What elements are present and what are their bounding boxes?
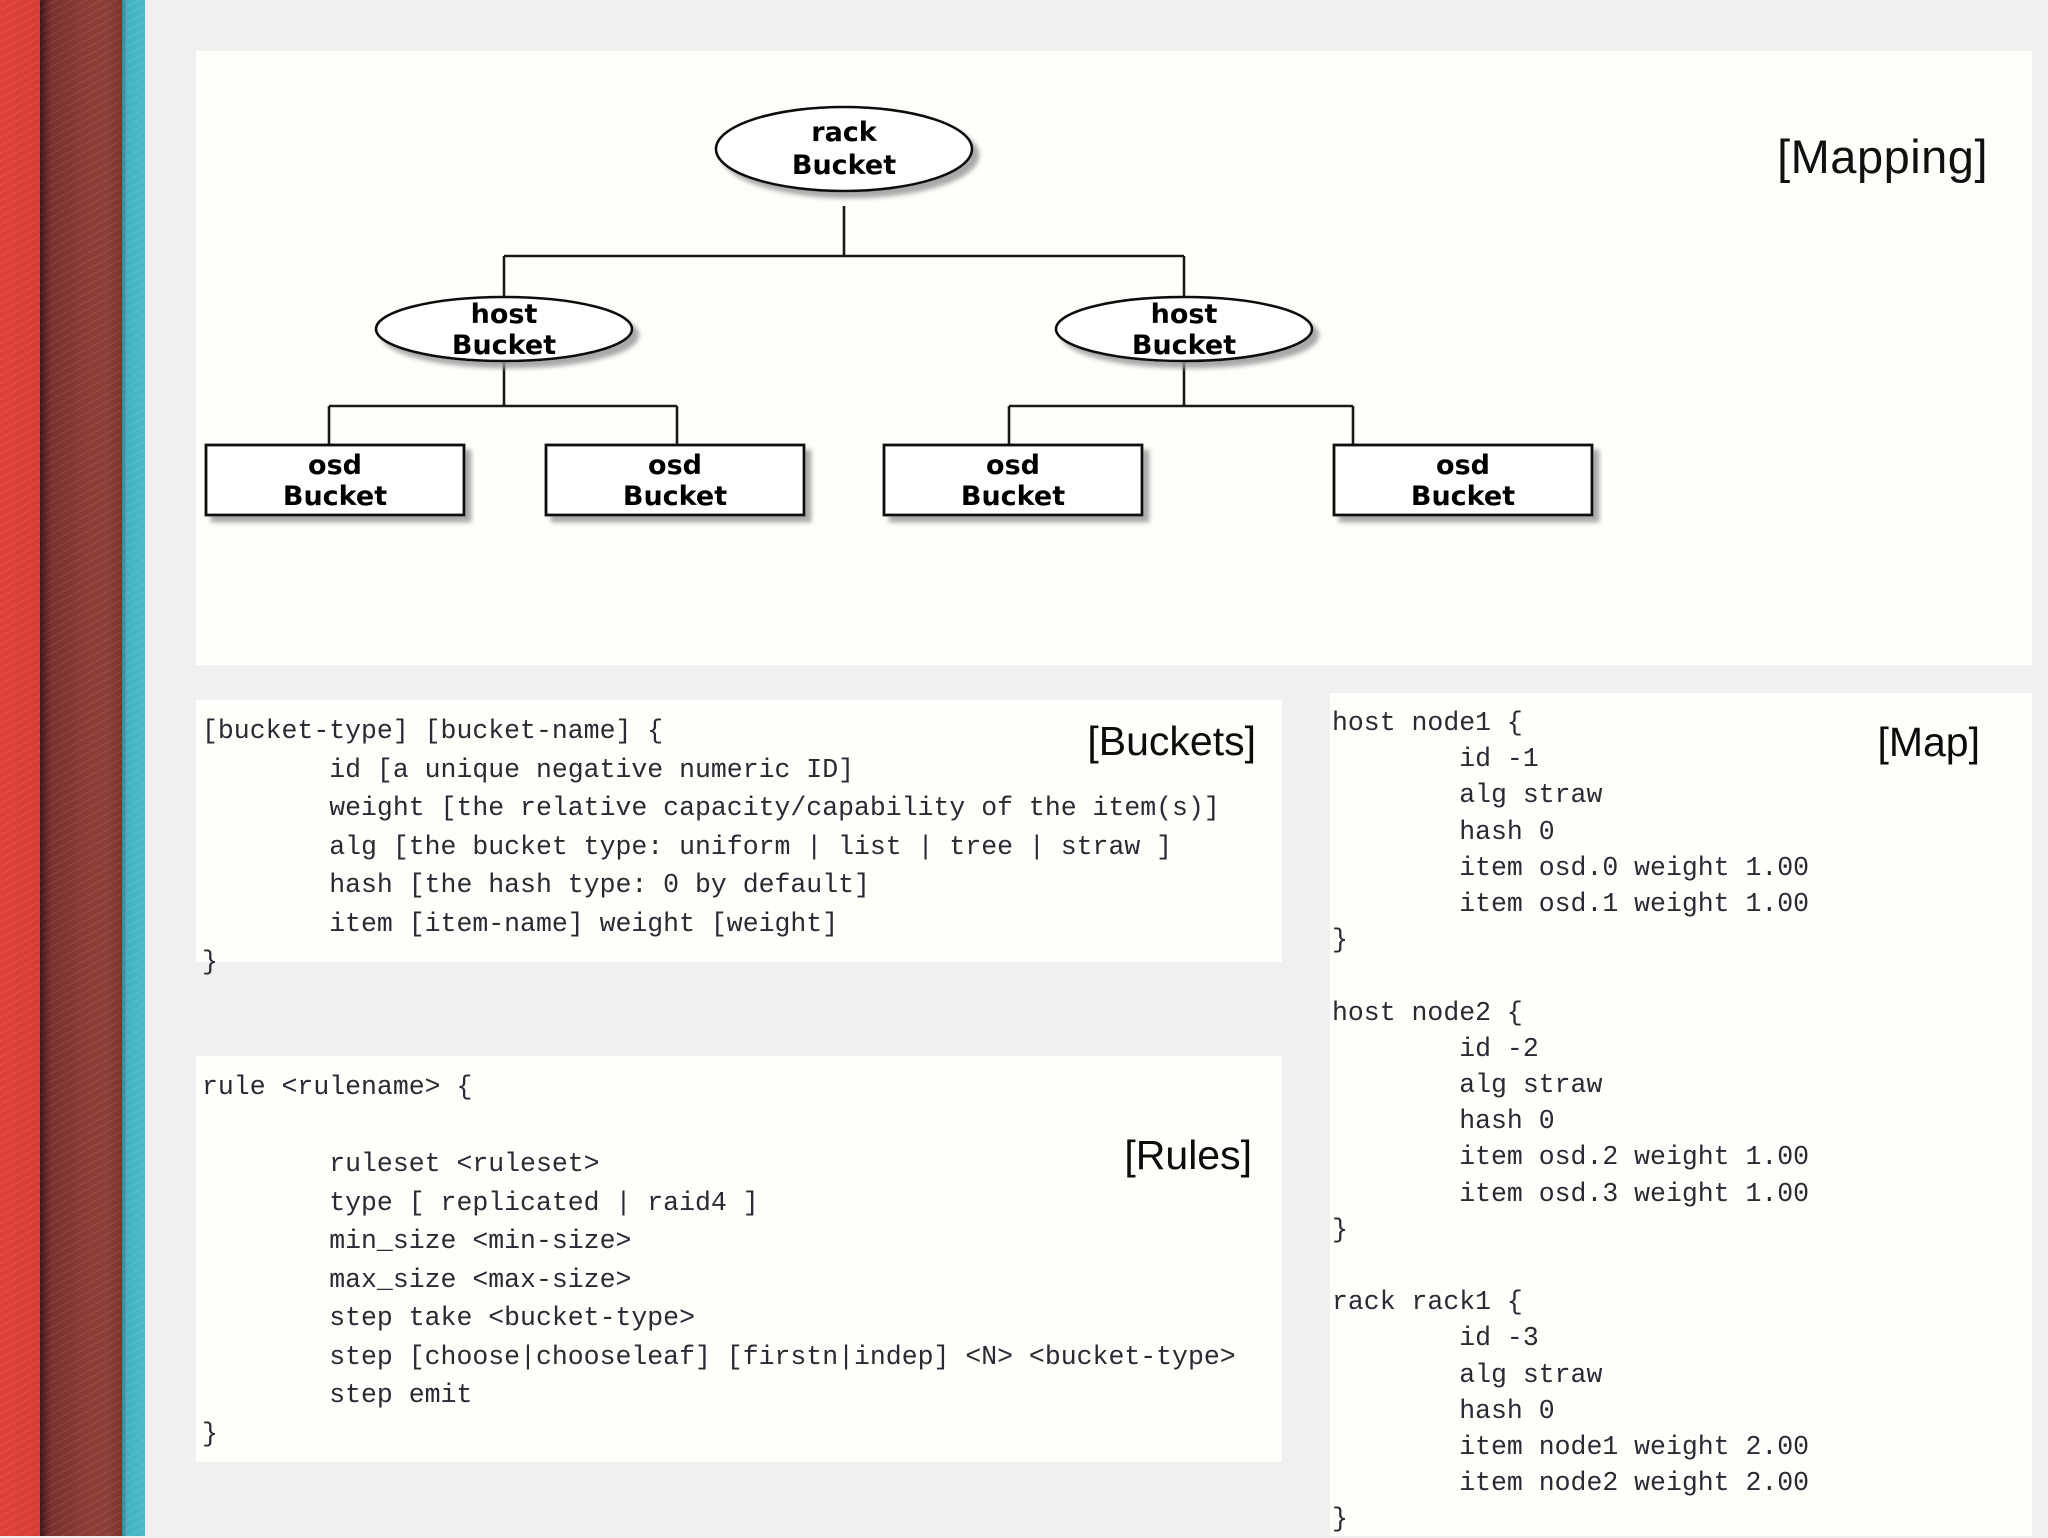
rules-code-text: rule <rulename> { ruleset <ruleset> type… (202, 1072, 1236, 1449)
buckets-section-label: [Buckets] (1087, 718, 1256, 764)
stripe-band-maroon-shadow (40, 0, 50, 1536)
node-osd-bucket-1[interactable]: osd Bucket (204, 443, 466, 517)
node-host-left-line2: Bucket (452, 330, 556, 361)
rules-code-card: rule <rulename> { ruleset <ruleset> type… (196, 1056, 1282, 1462)
map-code-card: host node1 { id -1 alg straw hash 0 item… (1330, 693, 2032, 1536)
node-host-bucket-left[interactable]: host Bucket (374, 295, 634, 363)
decorative-stripe-bar (0, 0, 146, 1536)
node-host-left-line1: host (471, 299, 538, 330)
stripe-band-maroon (40, 0, 122, 1536)
node-osd-2-line2: Bucket (623, 481, 727, 512)
map-section-label: [Map] (1877, 719, 1980, 765)
buckets-code-card: [bucket-type] [bucket-name] { id [a uniq… (196, 700, 1282, 977)
mapping-section-label: [Mapping] (1777, 130, 1988, 183)
node-osd-1-line2: Bucket (283, 481, 387, 512)
node-rack-line1: rack (811, 117, 878, 148)
node-host-right-line1: host (1151, 299, 1218, 330)
node-osd-3-line2: Bucket (961, 481, 1065, 512)
node-rack-line2: Bucket (792, 150, 896, 181)
node-host-bucket-right[interactable]: host Bucket (1054, 295, 1314, 363)
node-osd-3-line1: osd (986, 450, 1040, 481)
node-osd-1-line1: osd (308, 450, 362, 481)
node-osd-4-line2: Bucket (1411, 481, 1515, 512)
buckets-code-text: [bucket-type] [bucket-name] { id [a uniq… (202, 716, 1220, 977)
diagram-connectors (327, 206, 1355, 445)
map-code-text: host node1 { id -1 alg straw hash 0 item… (1332, 708, 1810, 1535)
node-host-right-line2: Bucket (1132, 330, 1236, 361)
mapping-diagram-card: rack Bucket host Bucket host Bucket osd … (196, 51, 2032, 665)
stripe-band-red (0, 0, 40, 1536)
stripe-band-edge (145, 0, 146, 1536)
crush-hierarchy-diagram: rack Bucket host Bucket host Bucket osd … (204, 105, 1594, 517)
node-rack-bucket[interactable]: rack Bucket (714, 105, 974, 193)
node-osd-2-line1: osd (648, 450, 702, 481)
rules-section-label: [Rules] (1124, 1132, 1252, 1178)
node-osd-bucket-4[interactable]: osd Bucket (1332, 443, 1594, 517)
stripe-band-teal (122, 0, 145, 1536)
node-osd-4-line1: osd (1436, 450, 1490, 481)
node-osd-bucket-2[interactable]: osd Bucket (544, 443, 806, 517)
node-osd-bucket-3[interactable]: osd Bucket (882, 443, 1144, 517)
stripe-band-teal-shadow (122, 0, 127, 1536)
